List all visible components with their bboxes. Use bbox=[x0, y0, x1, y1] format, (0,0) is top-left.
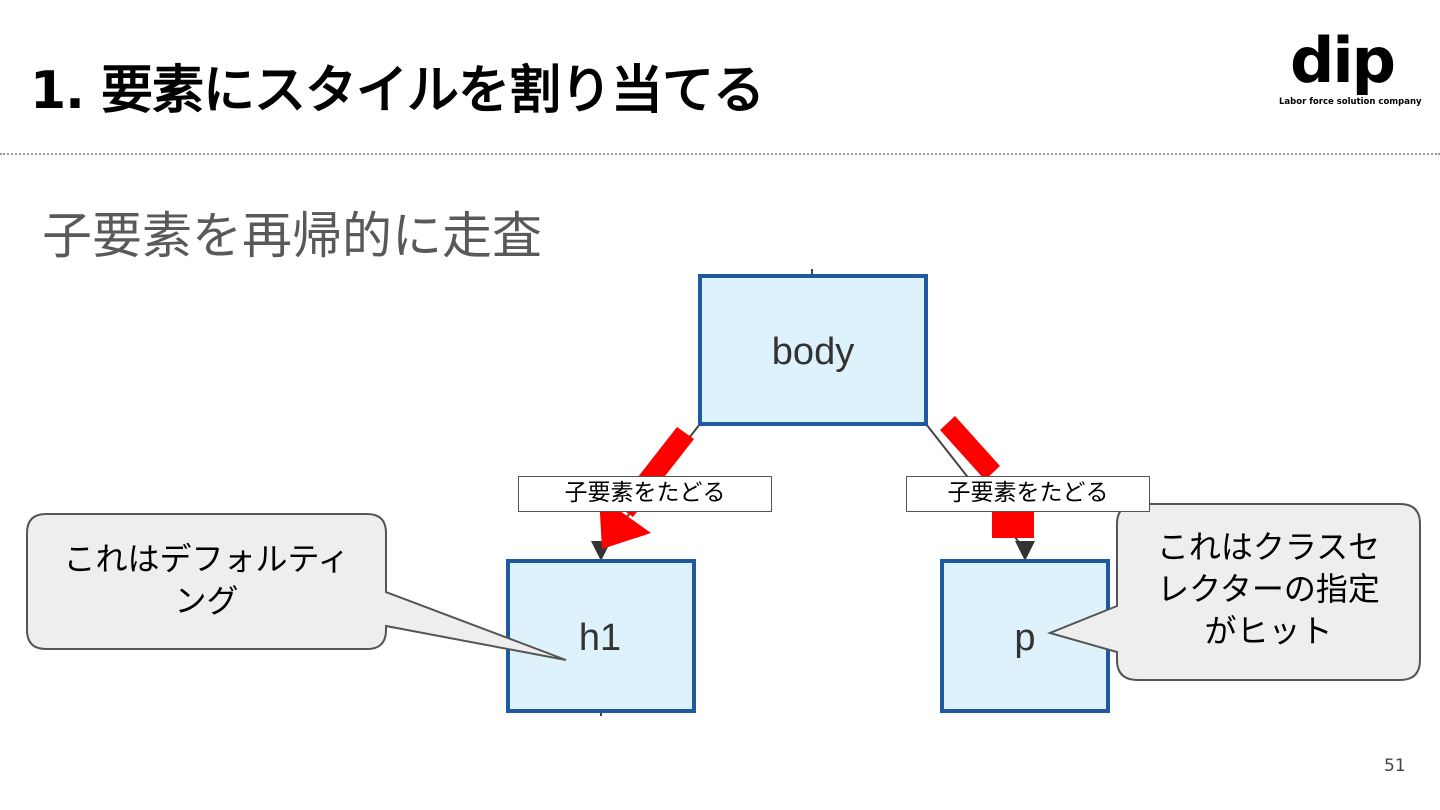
dip-logo: dip Labor force solution company bbox=[1276, 24, 1422, 114]
callout-left bbox=[26, 513, 567, 661]
callout-right-line-2: レクターの指定 bbox=[1157, 570, 1380, 608]
slide-subtitle: 子要素を再帰的に走査 bbox=[42, 207, 542, 265]
header-divider bbox=[0, 153, 1440, 155]
page-number: 51 bbox=[1384, 756, 1406, 776]
callout-left-line-1: これはデフォルティ bbox=[63, 540, 350, 578]
node-h1-label: h1 bbox=[579, 617, 621, 659]
callout-left-text: これはデフォルティ ング bbox=[27, 538, 386, 622]
traversal-arrow-right bbox=[940, 416, 1034, 538]
connector-arrowhead-p bbox=[1015, 541, 1035, 561]
callout-left-line-2: ング bbox=[174, 582, 239, 620]
callout-right-line-1: これはクラスセ bbox=[1156, 528, 1381, 566]
node-body-label: body bbox=[772, 331, 854, 373]
node-h1 bbox=[506, 559, 696, 713]
logo-tagline: Labor force solution company bbox=[1279, 97, 1422, 107]
node-body bbox=[698, 274, 928, 426]
callout-right-text: これはクラスセ レクターの指定 がヒット bbox=[1117, 526, 1420, 652]
slide-title: 1. 要素にスタイルを割り当てる bbox=[30, 61, 765, 121]
edge-label-right: 子要素をたどる bbox=[906, 476, 1150, 512]
logo-wordmark: dip bbox=[1290, 24, 1396, 97]
callout-right bbox=[1046, 503, 1421, 681]
node-p-label: p bbox=[1014, 617, 1035, 659]
callout-right-line-3: がヒット bbox=[1204, 612, 1333, 650]
edge-label-left: 子要素をたどる bbox=[518, 476, 772, 512]
